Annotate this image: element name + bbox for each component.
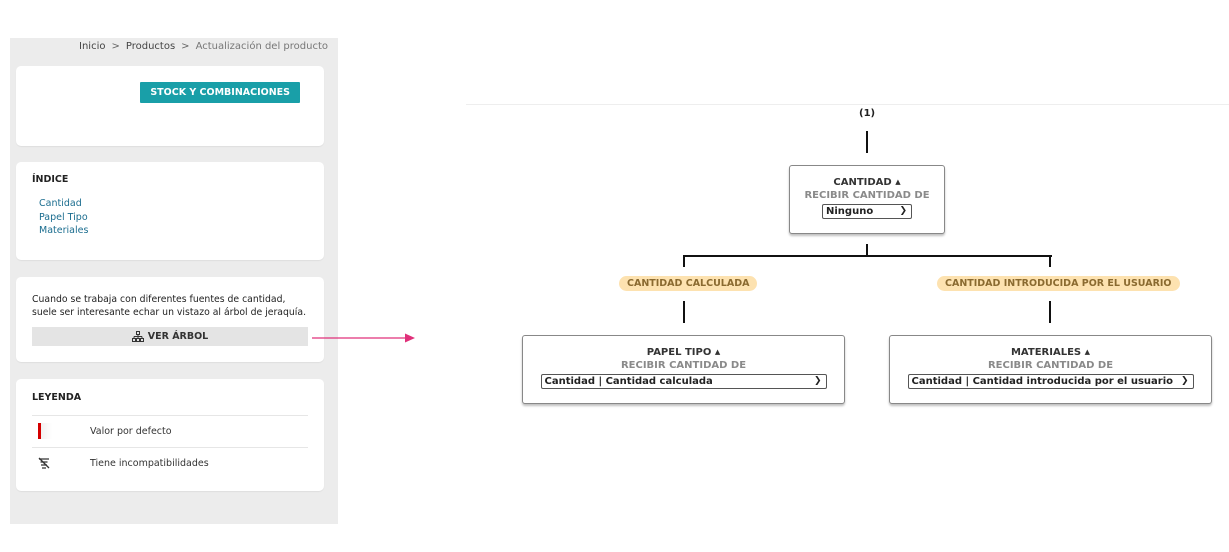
node-materiales-subtitle: RECIBIR CANTIDAD DE [987,360,1114,371]
node-cantidad: CANTIDAD ▲ RECIBIR CANTIDAD DE Ninguno ❯ [789,165,945,234]
index-link-cantidad[interactable]: Cantidad [39,198,82,209]
index-list: Cantidad Papel Tipo Materiales [39,197,88,238]
node-materiales-selected: Cantidad | Cantidad introducida por el u… [911,376,1174,387]
breadcrumb-separator: > [181,41,190,52]
node-papel-tipo-title[interactable]: PAPEL TIPO ▲ [646,347,721,358]
incompatibility-icon [38,457,50,469]
view-tree-label: VER ÁRBOL [147,331,209,342]
tree-root-label: (1) [859,108,876,119]
node-materiales-select[interactable]: Cantidad | Cantidad introducida por el u… [907,374,1194,389]
legend-row-incompat: Tiene incompatibilidades [32,447,308,479]
node-papel-tipo-select[interactable]: Cantidad | Cantidad calculada ❯ [540,374,827,389]
breadcrumb: Inicio > Productos > Actualización del produ… [79,41,328,52]
connector-line [1049,301,1051,323]
breadcrumb-item-productos[interactable]: Productos [125,41,176,52]
node-materiales-title[interactable]: MATERIALES ▲ [1010,347,1090,358]
pointer-arrow-icon [312,333,415,343]
legend-card: LEYENDA Valor por defecto Tiene incompat… [16,379,324,491]
chevron-down-icon: ❯ [813,376,822,386]
legend-label-incompat: Tiene incompatibilidades [90,458,209,469]
index-title: ÍNDICE [32,174,69,185]
connector-line [683,255,1052,257]
divider [466,104,1229,105]
chevron-down-icon: ❯ [1180,376,1189,386]
legend-label-default: Valor por defecto [90,426,172,437]
badge-cantidad-calculada: CANTIDAD CALCULADA [619,276,758,291]
tree-info-text: Cuando se trabaja con diferentes fuentes… [32,294,307,318]
node-cantidad-title[interactable]: CANTIDAD ▲ [833,177,901,188]
index-link-papel-tipo[interactable]: Papel Tipo [39,211,88,223]
legend-row-default: Valor por defecto [32,415,308,447]
hierarchy-icon [131,331,144,342]
breadcrumb-item-inicio[interactable]: Inicio [79,41,106,52]
breadcrumb-current: Actualización del producto [195,41,328,52]
node-cantidad-subtitle: RECIBIR CANTIDAD DE [804,190,930,201]
connector-line [1049,255,1051,267]
node-materiales: MATERIALES ▲ RECIBIR CANTIDAD DE Cantida… [889,335,1212,404]
index-link-materiales[interactable]: Materiales [39,225,89,236]
node-cantidad-selected: Ninguno [826,206,874,217]
actions-card: STOCK Y COMBINACIONES [16,66,324,146]
badge-cantidad-introducida: CANTIDAD INTRODUCIDA POR EL USUARIO [937,276,1180,291]
node-papel-tipo-selected: Cantidad | Cantidad calculada [544,376,713,387]
connector-line [683,301,685,323]
chevron-down-icon: ❯ [899,206,907,216]
connector-line [683,255,685,267]
node-papel-tipo: PAPEL TIPO ▲ RECIBIR CANTIDAD DE Cantida… [522,335,845,404]
index-card: ÍNDICE Cantidad Papel Tipo Materiales [16,162,324,260]
tree-info-card: Cuando se trabaja con diferentes fuentes… [16,277,324,362]
stock-combinations-button[interactable]: STOCK Y COMBINACIONES [140,82,300,103]
left-panel: Inicio > Productos > Actualización del produ… [10,38,338,524]
legend-title: LEYENDA [32,392,82,403]
default-value-marker-icon [38,423,52,439]
node-cantidad-select[interactable]: Ninguno ❯ [822,204,912,219]
view-tree-button[interactable]: VER ÁRBOL [32,327,308,346]
node-papel-tipo-subtitle: RECIBIR CANTIDAD DE [620,360,747,371]
breadcrumb-separator: > [111,41,120,52]
connector-line [866,244,868,256]
connector-line [866,131,868,153]
